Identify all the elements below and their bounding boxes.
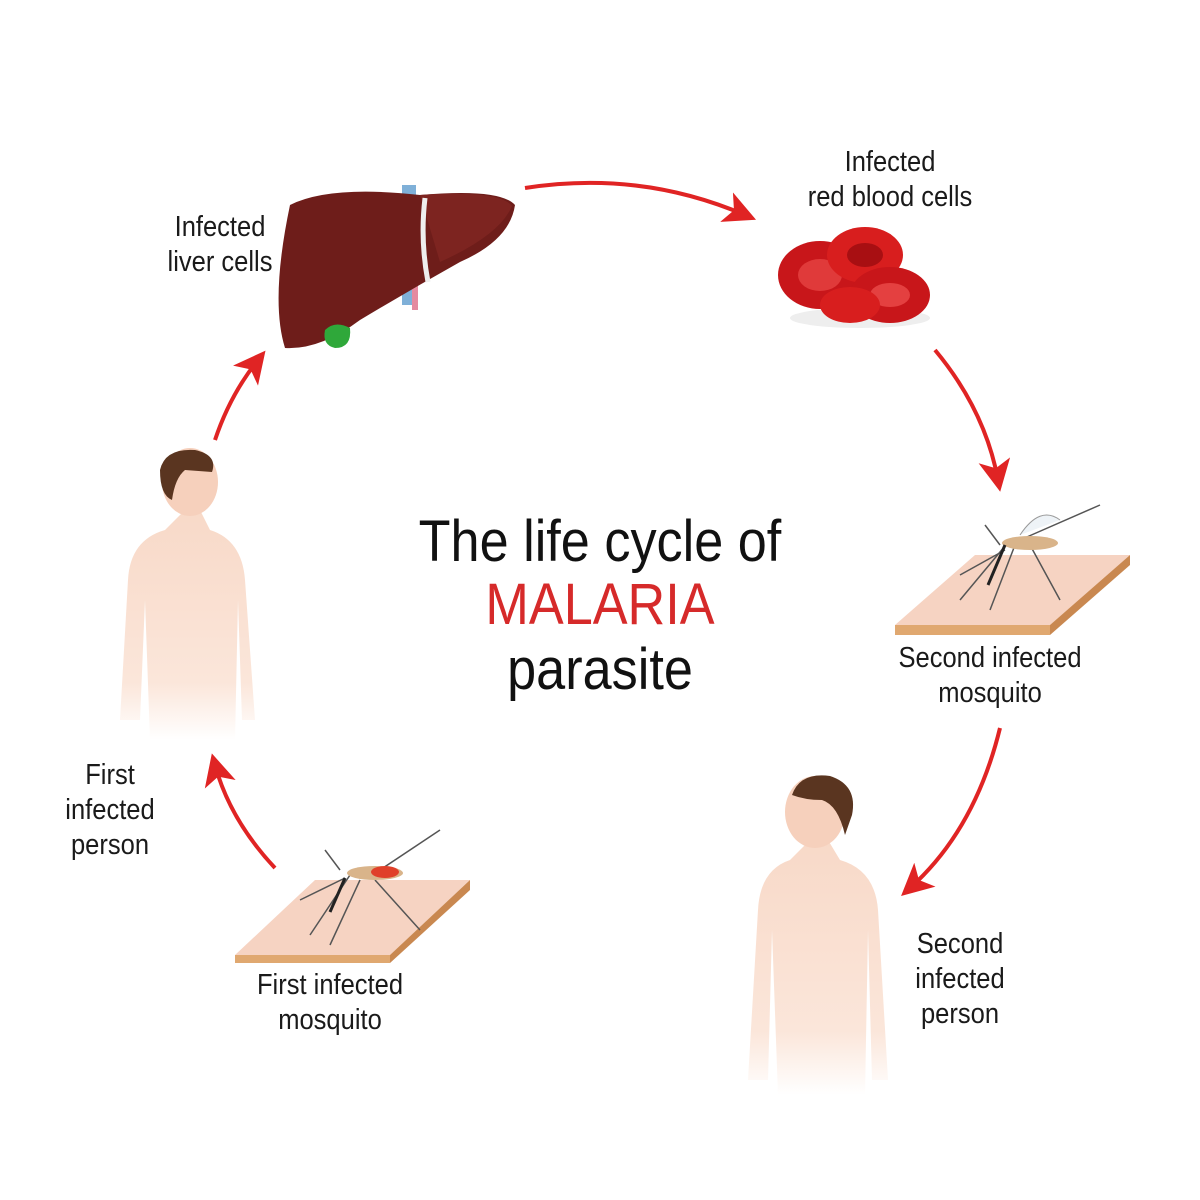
liver-illustration xyxy=(278,185,515,349)
arrow-mosquito2-to-person2 xyxy=(901,727,1002,896)
title-line-1: The life cycle of xyxy=(418,509,782,574)
label-line: red blood cells xyxy=(807,181,973,213)
title-line-3: parasite xyxy=(507,637,693,702)
label-line: person xyxy=(920,998,1000,1030)
label-second-infected-person: Second infected person xyxy=(903,927,1017,1032)
label-line: First xyxy=(85,759,135,791)
first-person-illustration xyxy=(120,448,255,740)
arrow-liver-to-blood xyxy=(524,180,757,222)
label-line: Infected xyxy=(174,211,266,243)
label-line: person xyxy=(70,829,150,861)
arrow-person1-to-liver xyxy=(213,350,266,441)
label-line: infected xyxy=(915,963,1005,995)
label-second-infected-mosquito: Second infected mosquito xyxy=(884,641,1095,711)
title-malaria: MALARIA xyxy=(485,572,715,637)
first-mosquito-illustration xyxy=(235,829,470,963)
second-mosquito-illustration xyxy=(895,504,1130,635)
arrow-mosquito1-to-person1 xyxy=(204,753,277,870)
second-person-illustration xyxy=(748,775,888,1095)
label-line: mosquito xyxy=(278,1004,382,1036)
label-line: mosquito xyxy=(938,677,1042,709)
red-blood-cells-illustration xyxy=(778,227,930,328)
label-line: First infected xyxy=(256,969,404,1001)
label-line: liver cells xyxy=(167,246,273,278)
arrow-blood-to-mosquito2 xyxy=(933,348,1011,492)
label-infected-liver-cells: Infected liver cells xyxy=(150,210,291,280)
label-line: infected xyxy=(65,794,155,826)
label-line: Infected xyxy=(844,146,936,178)
label-infected-red-blood-cells: Infected red blood cells xyxy=(793,145,987,215)
label-first-infected-mosquito: First infected mosquito xyxy=(233,968,427,1038)
label-first-infected-person: First infected person xyxy=(53,758,167,863)
label-line: Second infected xyxy=(898,642,1082,674)
label-line: Second xyxy=(916,928,1004,960)
